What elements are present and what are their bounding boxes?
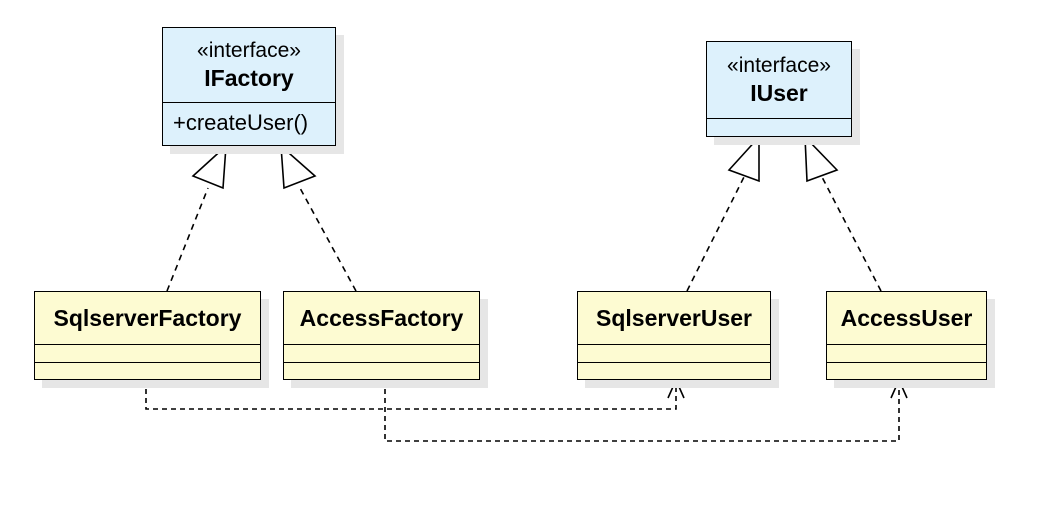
- operations-compartment: [578, 362, 770, 379]
- stereotype-label: «interface»: [727, 54, 831, 77]
- attributes-compartment: [578, 344, 770, 362]
- operations-compartment: [284, 362, 479, 379]
- realization-arrowhead-icon: [280, 144, 317, 190]
- operations-compartment: +createUser(): [163, 102, 335, 145]
- class-name: AccessUser: [840, 305, 973, 331]
- interface-ifactory[interactable]: «interface» IFactory +createUser(): [162, 27, 336, 146]
- class-sqlserverfactory[interactable]: SqlserverFactory: [34, 291, 261, 380]
- class-accessuser[interactable]: AccessUser: [826, 291, 987, 380]
- realization-sqlserveruser-iuser: [686, 176, 745, 292]
- attributes-compartment: [827, 344, 986, 362]
- class-name: IUser: [750, 80, 808, 106]
- stereotype-label: «interface»: [197, 39, 301, 62]
- class-name-compartment: SqlserverUser: [578, 292, 770, 344]
- realization-arrowhead-icon: [727, 134, 760, 183]
- class-name: AccessFactory: [299, 305, 464, 331]
- class-name: IFactory: [204, 65, 294, 91]
- class-name-compartment: SqlserverFactory: [35, 292, 260, 344]
- realization-arrowhead-icon: [804, 134, 839, 183]
- operation-create-user: +createUser(): [173, 110, 309, 135]
- operations-compartment: [707, 118, 851, 136]
- class-name-compartment: «interface» IUser: [707, 42, 851, 118]
- class-name-compartment: AccessFactory: [284, 292, 479, 344]
- operations-compartment: [35, 362, 260, 379]
- dependency-arrowhead-icon: [890, 378, 908, 399]
- interface-iuser[interactable]: «interface» IUser: [706, 41, 852, 137]
- realization-arrowhead-icon: [191, 144, 227, 190]
- attributes-compartment: [284, 344, 479, 362]
- class-name: SqlserverUser: [596, 305, 752, 331]
- dependency-arrowhead-icon: [667, 378, 685, 399]
- class-name-compartment: AccessUser: [827, 292, 986, 344]
- class-sqlserveruser[interactable]: SqlserverUser: [577, 291, 771, 380]
- dependency-sqlserverfactory-sqlserveruser: [145, 380, 677, 410]
- class-accessfactory[interactable]: AccessFactory: [283, 291, 480, 380]
- realization-accessuser-iuser: [821, 176, 882, 292]
- realization-accessfactory-ifactory: [299, 187, 357, 292]
- realization-sqlserverfactory-ifactory: [166, 187, 209, 292]
- operations-compartment: [827, 362, 986, 379]
- attributes-compartment: [35, 344, 260, 362]
- dependency-accessfactory-accessuser: [384, 380, 900, 442]
- class-name: SqlserverFactory: [53, 305, 242, 331]
- class-name-compartment: «interface» IFactory: [163, 28, 335, 102]
